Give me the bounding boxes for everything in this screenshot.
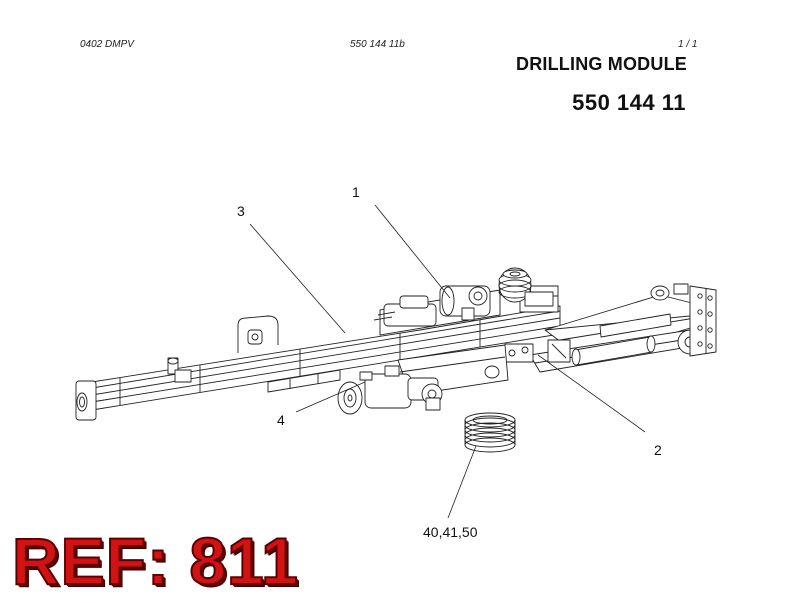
- mounting-flange: [673, 283, 717, 357]
- callout-4: 4: [277, 412, 285, 428]
- part-number: 550 144 11: [572, 90, 686, 115]
- rotation-unit: [337, 344, 509, 415]
- callout-1: 1: [352, 184, 360, 200]
- document-code: 0402 DMPV: [80, 39, 134, 50]
- pulley-wheel: [498, 267, 554, 307]
- boom-arm: [504, 283, 717, 373]
- drawing-number: 550 144 11b: [350, 39, 405, 50]
- beam-mounting-tab: [237, 315, 279, 353]
- callout-2: 2: [654, 442, 662, 458]
- reference-label: REF: 811: [11, 524, 299, 598]
- coil-spring: [464, 412, 516, 453]
- page-indicator: 1 / 1: [678, 39, 698, 50]
- callout-3: 3: [237, 203, 245, 219]
- hydraulic-cylinder: [571, 313, 672, 366]
- leader-lines: [249, 204, 646, 519]
- callout-40-41-50: 40,41,50: [423, 524, 478, 540]
- beam-clamp: [267, 369, 341, 393]
- rock-drill: [373, 267, 554, 336]
- beam-bracket: [167, 357, 192, 383]
- document-title: DRILLING MODULE: [516, 54, 687, 74]
- boom-joint: [504, 339, 571, 363]
